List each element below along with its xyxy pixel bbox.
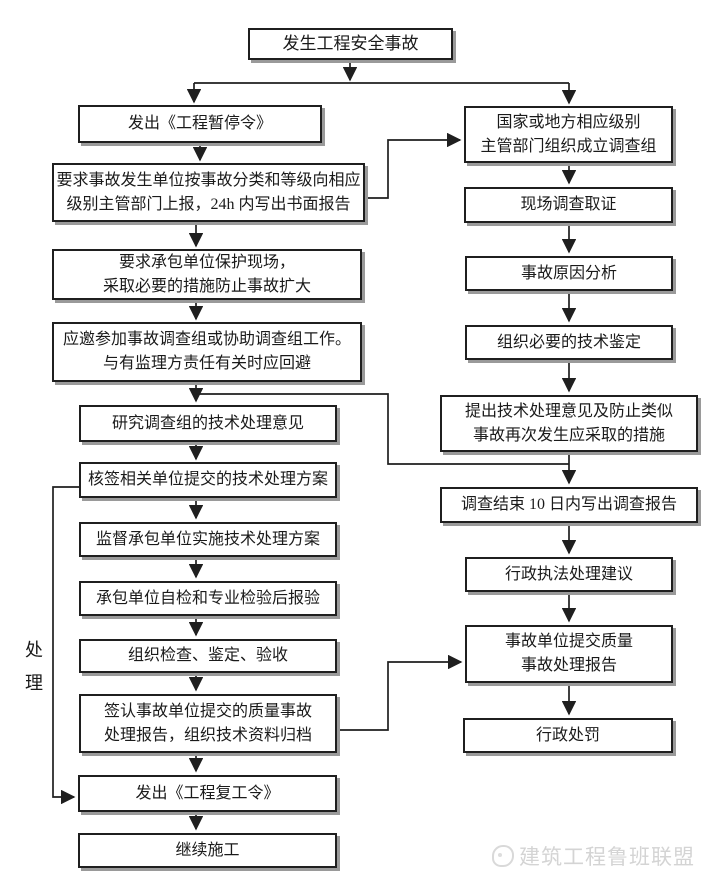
node-label: 主管部门组织成立调查组 xyxy=(480,137,657,155)
node-supervise-implementation: 监督承包单位实施技术处理方案 xyxy=(79,522,337,557)
node-label: 级别主管部门上报，24h 内写出书面报告 xyxy=(66,195,351,213)
node-label: 要求承包单位保护现场， xyxy=(118,253,295,271)
node-label: 监督承包单位实施技术处理方案 xyxy=(95,530,320,548)
node-label: 签认事故单位提交的质量事故 xyxy=(103,702,312,720)
connector-l6-l11-loop xyxy=(52,486,79,805)
connector-l2-r1 xyxy=(365,132,462,199)
node-protect-site: 要求承包单位保护现场， 采取必要的措施防止事故扩大 xyxy=(52,249,362,300)
side-label-handling: 处理 xyxy=(23,640,43,706)
node-unit-submits-quality-report: 事故单位提交质量 事故处理报告 xyxy=(465,625,673,683)
node-sign-quality-report-archive: 签认事故单位提交的质量事故 处理报告，组织技术资料归档 xyxy=(79,694,337,753)
node-accident-occurs: 发生工程安全事故 xyxy=(248,28,453,60)
node-label: 提出技术处理意见及防止类似 xyxy=(464,402,673,420)
node-label: 发出《工程复工令》 xyxy=(135,784,280,802)
node-cause-analysis: 事故原因分析 xyxy=(465,256,673,291)
node-label: 应邀参加事故调查组或协助调查组工作。 xyxy=(62,331,351,348)
node-contractor-self-inspection: 承包单位自检和专业检验后报验 xyxy=(79,581,337,616)
node-label: 事故原因分析 xyxy=(520,264,617,282)
node-investigation-report-10-days: 调查结束 10 日内写出调查报告 xyxy=(440,487,698,523)
node-label: 研究调查组的技术处理意见 xyxy=(111,414,304,432)
node-technical-appraisal: 组织必要的技术鉴定 xyxy=(465,325,673,360)
node-label: 行政处罚 xyxy=(535,726,600,744)
node-label: 事故再次发生应采取的措施 xyxy=(472,426,665,444)
watermark: 建筑工程鲁班联盟 xyxy=(492,841,695,871)
node-site-evidence-collection: 现场调查取证 xyxy=(464,187,673,223)
watermark-text: 建筑工程鲁班联盟 xyxy=(519,845,695,869)
node-label: 采取必要的措施防止事故扩大 xyxy=(102,277,311,295)
connector-l10-r8 xyxy=(337,654,463,731)
node-continue-construction: 继续施工 xyxy=(78,833,337,868)
node-enforcement-suggestion: 行政执法处理建议 xyxy=(465,557,673,592)
node-study-technical-opinion: 研究调查组的技术处理意见 xyxy=(79,405,337,442)
node-label: 组织检查、鉴定、验收 xyxy=(127,647,288,664)
node-label: 国家或地方相应级别 xyxy=(496,113,641,131)
node-issue-suspension-order: 发出《工程暂停令》 xyxy=(78,105,322,143)
node-issue-resume-order: 发出《工程复工令》 xyxy=(78,775,337,812)
node-report-within-24h: 要求事故发生单位按事故分类和等级向相应 级别主管部门上报，24h 内写出书面报告 xyxy=(52,163,365,222)
node-organize-inspection-acceptance: 组织检查、鉴定、验收 xyxy=(79,639,337,673)
node-join-investigation-team: 应邀参加事故调查组或协助调查组工作。 与有监理方责任有关时应回避 xyxy=(52,322,362,382)
node-label: 处理报告，组织技术资料归档 xyxy=(103,726,312,744)
node-label: 与有监理方责任有关时应回避 xyxy=(102,355,311,372)
node-label: 要求事故发生单位按事故分类和等级向相应 xyxy=(56,171,361,189)
node-label: 继续施工 xyxy=(175,841,240,859)
node-label: 现场调查取证 xyxy=(520,196,617,213)
node-label: 承包单位自检和专业检验后报验 xyxy=(95,589,320,607)
node-label: 发生工程安全事故 xyxy=(282,34,419,54)
node-label: 行政执法处理建议 xyxy=(504,565,633,583)
connector-r5branch-l5 xyxy=(196,393,569,465)
node-administrative-penalty: 行政处罚 xyxy=(463,718,673,753)
node-label: 发出《工程暂停令》 xyxy=(127,115,272,132)
node-label: 事故处理报告 xyxy=(520,657,617,674)
node-authority-forms-investigation-team: 国家或地方相应级别 主管部门组织成立调查组 xyxy=(464,106,673,163)
node-countersign-technical-plan: 核签相关单位提交的技术处理方案 xyxy=(79,462,337,498)
node-propose-technical-measures: 提出技术处理意见及防止类似 事故再次发生应采取的措施 xyxy=(440,395,698,452)
node-label: 调查结束 10 日内写出调查报告 xyxy=(460,496,677,513)
node-label: 事故单位提交质量 xyxy=(504,633,633,650)
node-label: 核签相关单位提交的技术处理方案 xyxy=(87,471,328,488)
luban-alliance-logo-icon xyxy=(492,845,514,867)
node-label: 组织必要的技术鉴定 xyxy=(496,333,641,351)
